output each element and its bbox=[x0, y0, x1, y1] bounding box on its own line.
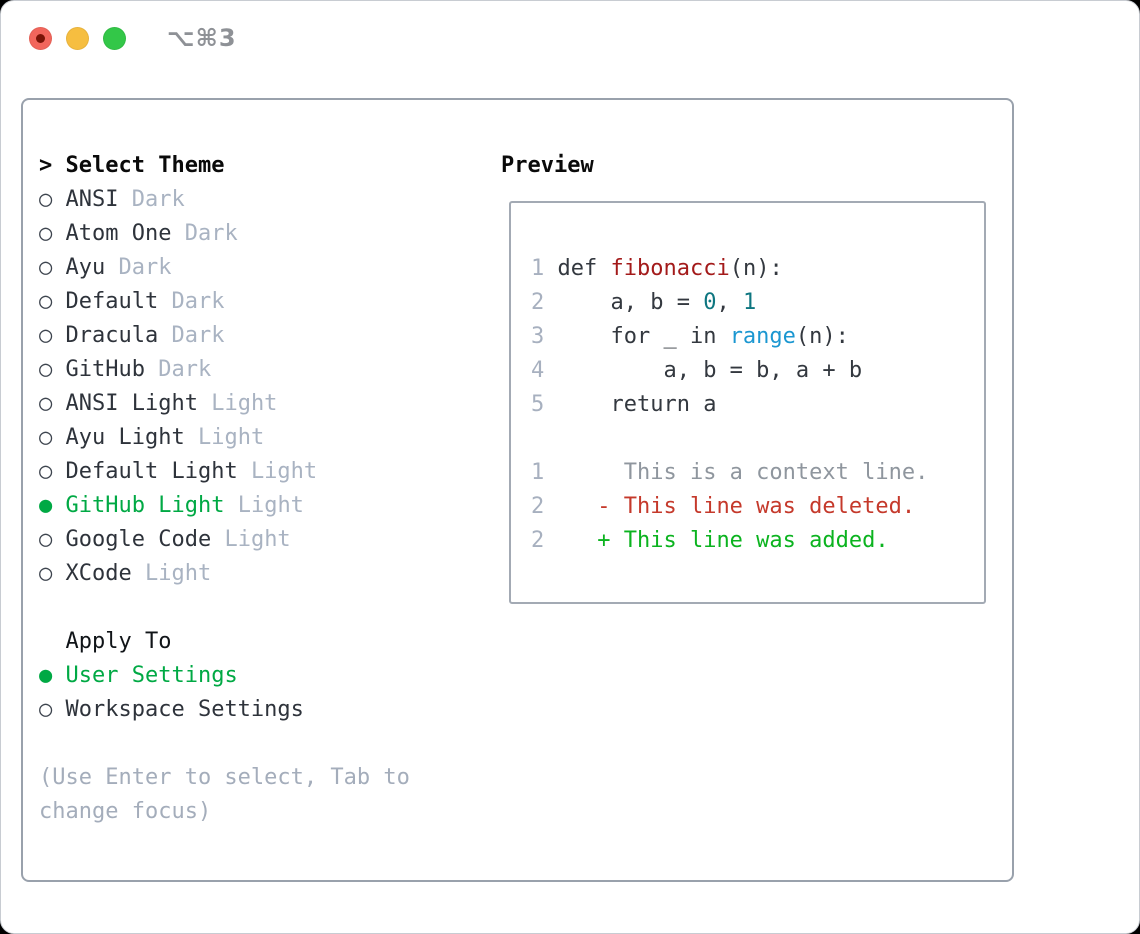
radio-unselected-icon: ○ bbox=[39, 323, 66, 348]
radio-unselected-icon: ○ bbox=[39, 527, 66, 552]
radio-unselected-icon: ○ bbox=[39, 255, 66, 280]
theme-option-default-dark[interactable]: ○ Default Dark bbox=[39, 289, 225, 314]
diff-added-line: 2 + This line was added. bbox=[531, 528, 889, 553]
apply-option-workspace-settings[interactable]: ○ Workspace Settings bbox=[39, 697, 304, 722]
spacer-line bbox=[39, 727, 410, 761]
theme-picker-panel: > Select Theme ○ ANSI Dark ○ Atom One Dark… bbox=[21, 98, 1014, 882]
theme-option-ansi-dark[interactable]: ○ ANSI Dark bbox=[39, 187, 185, 212]
radio-selected-icon: ● bbox=[39, 493, 66, 518]
preview-box: 1 def fibonacci(n): 2 a, b = 0, 1 3 for _ … bbox=[509, 201, 986, 604]
theme-panel-rows: > Select Theme ○ ANSI Dark ○ Atom One Dark… bbox=[39, 149, 410, 829]
hint-text-line-2: change focus) bbox=[39, 799, 212, 824]
radio-unselected-icon: ○ bbox=[39, 425, 66, 450]
radio-unselected-icon: ○ bbox=[39, 561, 66, 586]
theme-option-dracula-dark[interactable]: ○ Dracula Dark bbox=[39, 323, 225, 348]
title-bar: ⌥⌘3 bbox=[1, 1, 1139, 76]
focus-caret-icon: > bbox=[39, 153, 66, 178]
minimize-button[interactable] bbox=[66, 27, 89, 50]
window-title: ⌥⌘3 bbox=[167, 24, 237, 52]
radio-unselected-icon: ○ bbox=[39, 289, 66, 314]
apply-to-header: Apply To bbox=[39, 629, 172, 654]
radio-unselected-icon: ○ bbox=[39, 357, 66, 382]
code-line-5: 5 return a bbox=[531, 392, 717, 417]
radio-unselected-icon: ○ bbox=[39, 221, 66, 246]
close-button[interactable] bbox=[29, 27, 52, 50]
radio-unselected-icon: ○ bbox=[39, 459, 66, 484]
diff-deleted-line: 2 - This line was deleted. bbox=[531, 494, 916, 519]
theme-option-ansi-light[interactable]: ○ ANSI Light Light bbox=[39, 391, 278, 416]
theme-option-google-code[interactable]: ○ Google Code Light bbox=[39, 527, 291, 552]
theme-option-github-light[interactable]: ● GitHub Light Light bbox=[39, 493, 304, 518]
theme-list-header: > Select Theme bbox=[39, 153, 225, 178]
spacer-line bbox=[39, 591, 410, 625]
code-line-1: 1 def fibonacci(n): bbox=[531, 256, 783, 281]
edited-indicator-dot bbox=[36, 34, 45, 43]
code-line-3: 3 for _ in range(n): bbox=[531, 324, 849, 349]
radio-unselected-icon: ○ bbox=[39, 187, 66, 212]
zoom-button[interactable] bbox=[103, 27, 126, 50]
apply-option-user-settings[interactable]: ● User Settings bbox=[39, 663, 238, 688]
code-line-4: 4 a, b = b, a + b bbox=[531, 358, 863, 383]
theme-option-github-dark[interactable]: ○ GitHub Dark bbox=[39, 357, 212, 382]
hint-text-line-1: (Use Enter to select, Tab to bbox=[39, 765, 410, 790]
radio-selected-icon: ● bbox=[39, 663, 66, 688]
theme-option-default-light[interactable]: ○ Default Light Light bbox=[39, 459, 318, 484]
preview-rows: 1 def fibonacci(n): 2 a, b = 0, 1 3 for _ … bbox=[531, 252, 928, 558]
radio-unselected-icon: ○ bbox=[39, 697, 66, 722]
preview-title: Preview bbox=[501, 153, 594, 178]
theme-option-atom-one-dark[interactable]: ○ Atom One Dark bbox=[39, 221, 238, 246]
diff-context-line: 1 This is a context line. bbox=[531, 460, 929, 485]
theme-option-ayu-dark[interactable]: ○ Ayu Dark bbox=[39, 255, 172, 280]
theme-option-ayu-light[interactable]: ○ Ayu Light Light bbox=[39, 425, 265, 450]
window-controls bbox=[29, 27, 126, 50]
code-line-2: 2 a, b = 0, 1 bbox=[531, 290, 757, 315]
blank-line bbox=[531, 422, 928, 456]
theme-option-xcode[interactable]: ○ XCode Light bbox=[39, 561, 212, 586]
radio-unselected-icon: ○ bbox=[39, 391, 66, 416]
